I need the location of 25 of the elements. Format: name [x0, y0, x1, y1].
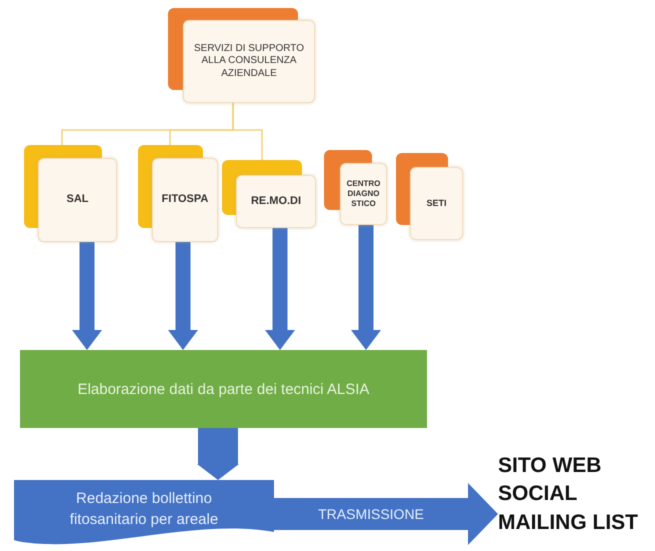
edge-label: TRASMISSIONE [318, 506, 424, 522]
block-arrow [197, 428, 239, 480]
card-label: SETI [425, 198, 448, 210]
banner-label: Elaborazione dati da parte dei tecnici ALSIA [78, 380, 370, 398]
stacked-card [168, 8, 315, 103]
block-arrow [72, 242, 102, 350]
document-shape [14, 480, 274, 546]
connector-line [232, 103, 263, 160]
block-arrow [168, 242, 198, 350]
card-label: RE.MO.DI [250, 194, 302, 208]
card-label: SAL [66, 193, 90, 207]
stacked-card [24, 145, 117, 242]
channel-list-text: SITO WEB SOCIAL MAILING LIST [498, 453, 639, 536]
block-arrow [274, 483, 498, 545]
stacked-card [138, 145, 218, 242]
stacked-card [222, 160, 316, 228]
card-label: CENTRO DIAGNO STICO [346, 179, 382, 209]
stacked-card [324, 150, 387, 225]
document-label: Redazione bollettino fitosanitario per areale [68, 489, 220, 530]
block-arrow [351, 225, 381, 350]
block-arrow [265, 228, 295, 350]
card-label: FITOSPA [160, 193, 210, 207]
card-label: SERVIZI DI SUPPORTO ALLA CONSULENZA AZIENDALE [192, 42, 306, 80]
process-banner [20, 350, 427, 428]
stacked-card [396, 153, 463, 240]
